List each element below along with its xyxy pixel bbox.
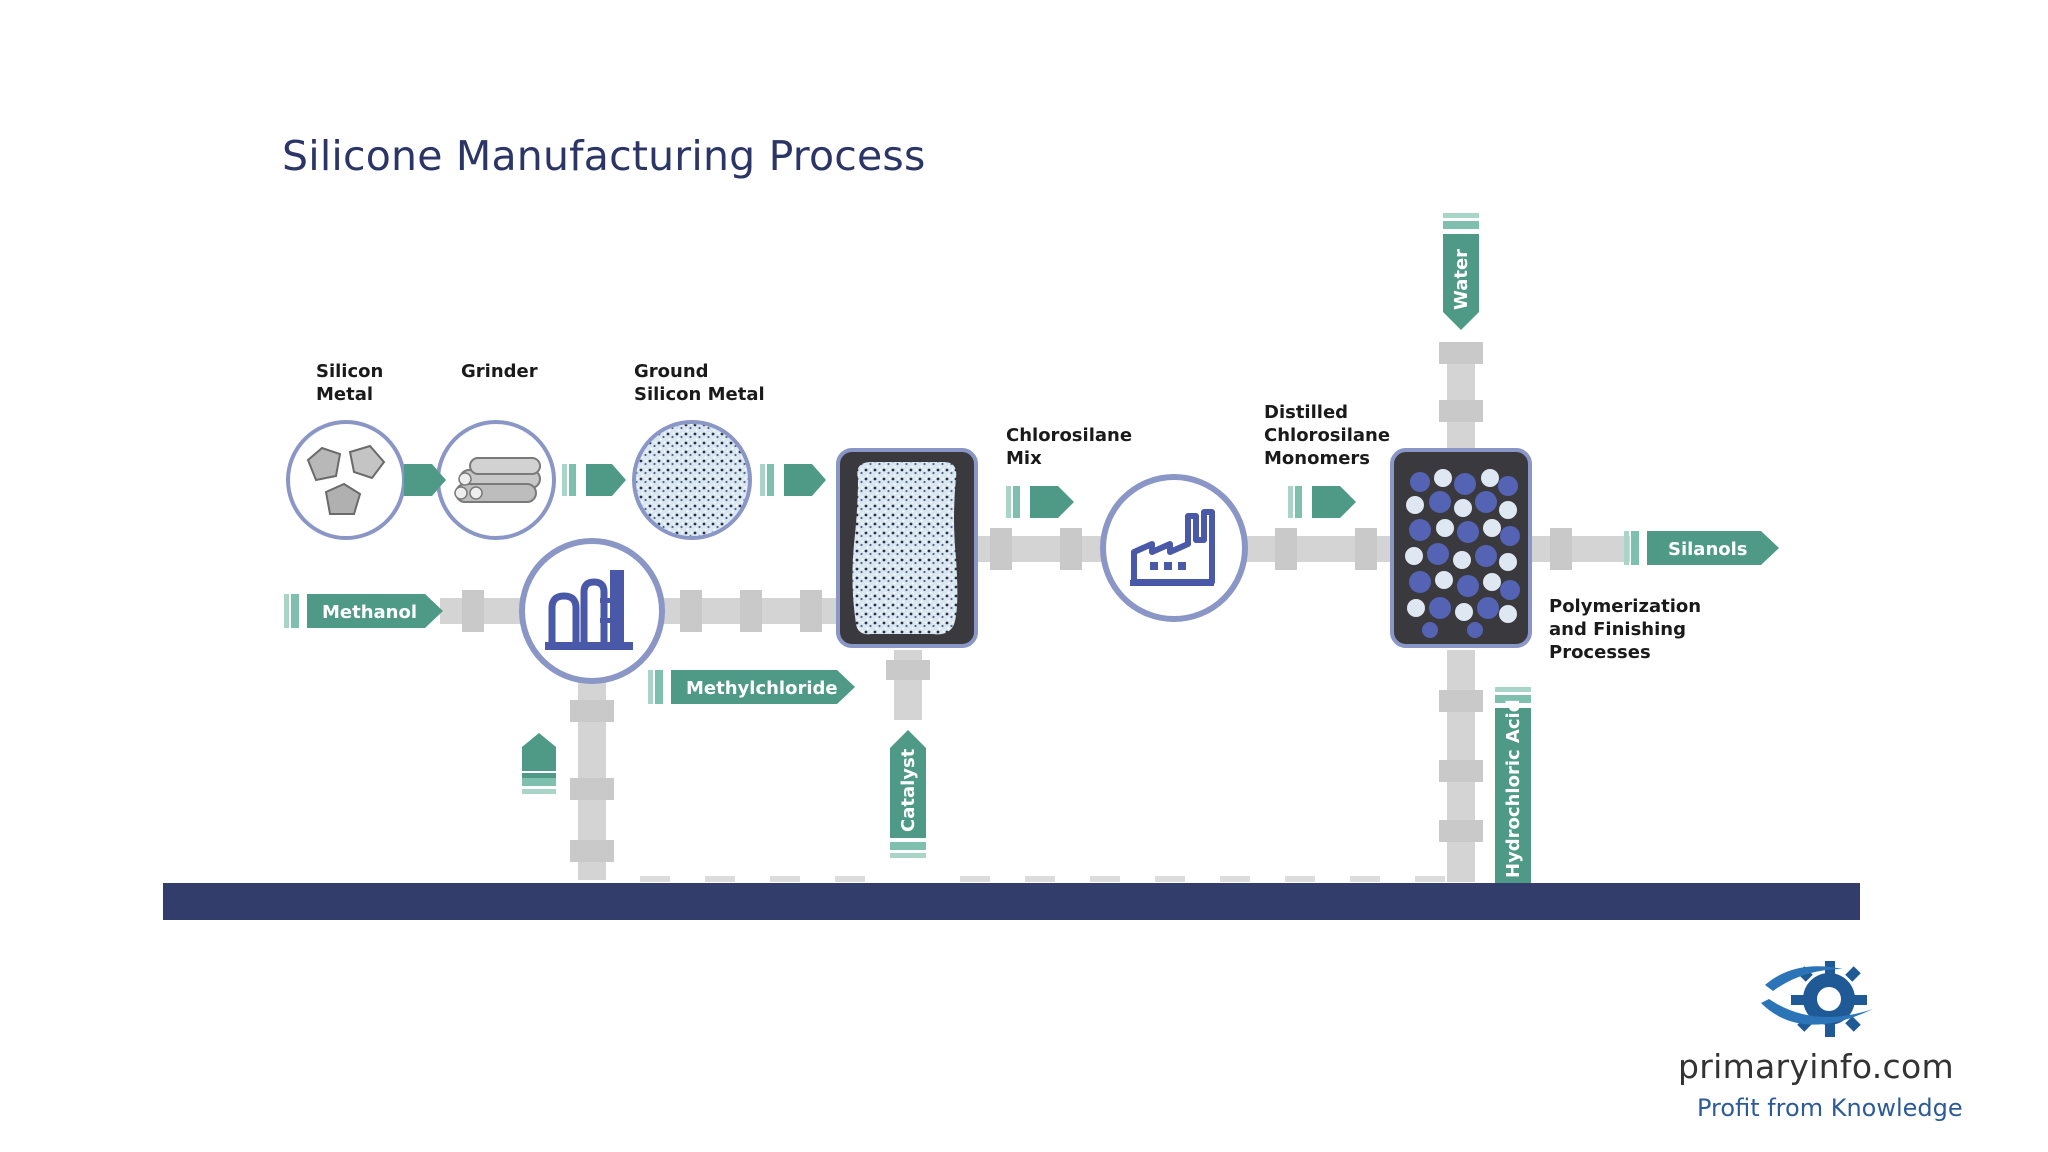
arrow-monomers (1288, 486, 1356, 518)
silicon-metal-icon (286, 420, 406, 540)
flow-label-water: Water (1451, 249, 1472, 310)
pipe-joint (462, 590, 484, 632)
grinder-icon (436, 420, 556, 540)
label-silicon-metal: Silicon Metal (316, 361, 384, 405)
label-distilled-monomers: Distilled Chlorosilane Monomers (1264, 402, 1391, 469)
pipe-joint (570, 700, 614, 722)
ground-silicon-icon (632, 420, 752, 540)
reactor-plant-icon (519, 538, 665, 684)
flow-label-hydrochloric-acid: Hydrochloric Acid (1503, 699, 1524, 878)
pipe-joint (1439, 820, 1483, 842)
pipe-silanols (1530, 536, 1630, 562)
arrow-grinder-ground (562, 464, 626, 496)
flow-methylchloride: Methylchloride (648, 670, 855, 704)
flow-water: Water (1443, 213, 1479, 330)
arrow-ground-vessel (760, 464, 826, 496)
reactor-vessel-b (1390, 448, 1532, 648)
flow-label-methylchloride: Methylchloride (686, 678, 838, 699)
gear-swoosh-logo-icon (1761, 961, 1873, 1037)
pipe-joint (1439, 760, 1483, 782)
pipe-joint (1275, 528, 1297, 570)
pipe-joint (1355, 528, 1377, 570)
pipe-joint (1439, 690, 1483, 712)
flow-byproduct-up (522, 733, 556, 794)
label-chlorosilane-mix: Chlorosilane Mix (1006, 425, 1133, 469)
pipe-joint (1439, 342, 1483, 364)
pipe-joint (990, 528, 1012, 570)
page-title: Silicone Manufacturing Process (282, 132, 926, 180)
base-bar (163, 883, 1860, 920)
pipe-joint (740, 590, 762, 632)
polymer-bubbles (1405, 469, 1520, 638)
reactor-vessel-a (836, 448, 978, 648)
pipe-return-dashes (640, 876, 1445, 882)
pipe-joint (886, 660, 930, 680)
logo-tagline-text: Profit from Knowledge (1697, 1094, 1963, 1122)
pipe-joint (680, 590, 702, 632)
pipe-joint (1550, 528, 1572, 570)
arrow-silicon-grinder (404, 464, 446, 496)
flow-catalyst: Catalyst (890, 730, 926, 858)
label-grinder: Grinder (461, 361, 538, 382)
label-polymerization: Polymerization and Finishing Processes (1549, 596, 1702, 663)
flow-hydrochloric-acid: Hydrochloric Acid (1495, 687, 1531, 883)
pipe-joint (570, 840, 614, 862)
pipe-joint (1060, 528, 1082, 570)
arrow-mix (1006, 486, 1074, 518)
flow-silanols: Silanols (1624, 531, 1779, 565)
label-ground-silicon-metal: Ground Silicon Metal (634, 361, 765, 405)
flow-methanol: Methanol (284, 594, 443, 628)
logo-brand-text: primaryinfo.com (1678, 1047, 1954, 1086)
flow-label-methanol: Methanol (322, 602, 417, 623)
pipe-joint (570, 778, 614, 800)
flow-label-catalyst: Catalyst (898, 748, 919, 832)
flow-label-silanols: Silanols (1668, 539, 1748, 560)
distiller-factory-icon (1100, 474, 1248, 622)
pipe-joint (800, 590, 822, 632)
pipe-joint (1439, 400, 1483, 422)
